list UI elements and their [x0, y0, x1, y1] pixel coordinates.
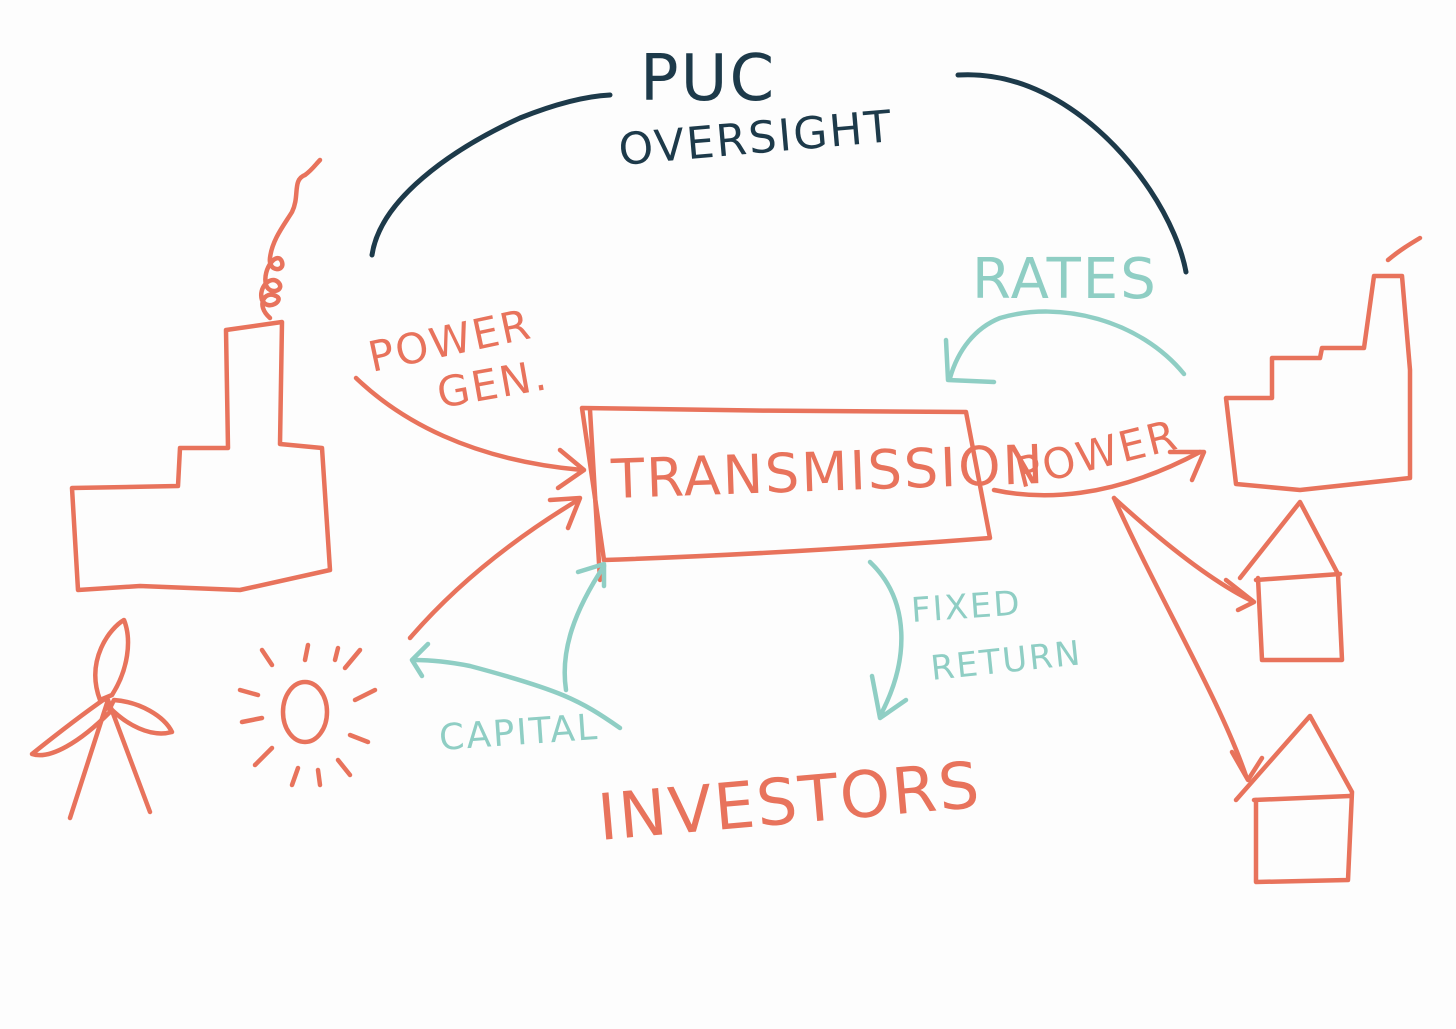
capital-arrows: [409, 561, 623, 731]
solar-power-arrow: [407, 495, 583, 641]
return-label: RETURN: [929, 633, 1084, 689]
upper-house-icon: [1237, 499, 1345, 663]
power-out-arrow: [991, 449, 1207, 498]
transmission-box: [579, 405, 993, 583]
fixed-return-arrow: [867, 559, 909, 721]
wind-turbine-icon: [29, 617, 175, 821]
right-factory-icon: [1223, 235, 1423, 493]
rates-arrow: [943, 309, 1187, 385]
investors-label: INVESTORS: [595, 749, 984, 856]
capital-label: CAPITAL: [438, 707, 600, 759]
transmission-label: TRANSMISSION: [609, 433, 1046, 511]
power-label: POWER: [1011, 410, 1184, 498]
house-branch-arrows: [1111, 495, 1265, 783]
fixed-label: FIXED: [910, 583, 1023, 631]
power-gen-arrow: [353, 375, 587, 491]
oversight-arc: [369, 72, 1189, 275]
sun-icon: [237, 642, 378, 788]
rates-label: RATES: [972, 247, 1158, 312]
puc-label: PUC: [640, 42, 776, 116]
left-factory-icon: [69, 157, 333, 593]
lower-house-icon: [1233, 713, 1355, 885]
